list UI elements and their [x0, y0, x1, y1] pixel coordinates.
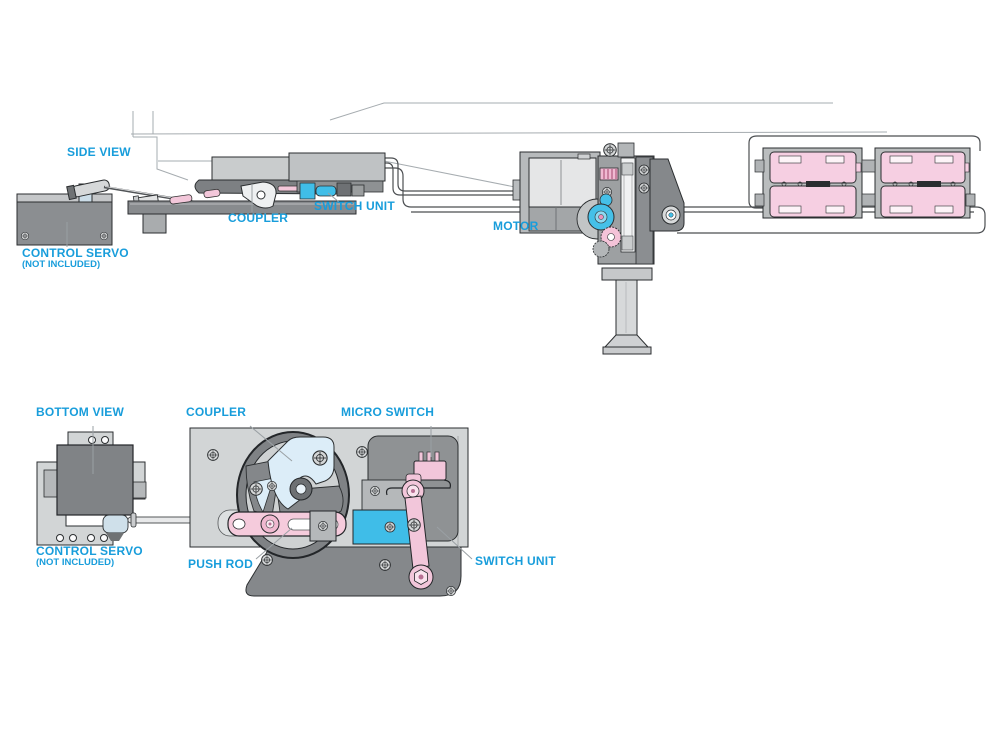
control-servo-bottom-note: (NOT INCLUDED) — [36, 557, 115, 568]
push-rod-slider — [227, 510, 347, 542]
control-servo-side-note: (NOT INCLUDED) — [22, 259, 101, 270]
micro-switch-label: MICRO SWITCH — [341, 405, 435, 419]
battery-holders — [754, 147, 976, 219]
bottom-view-title: BOTTOM VIEW — [36, 405, 124, 419]
motor-assembly — [512, 142, 685, 265]
coupler-side-label: COUPLER — [228, 211, 289, 225]
motor-label: MOTOR — [493, 219, 539, 233]
drive-leg — [601, 267, 653, 355]
switch-unit-side — [211, 152, 386, 200]
control-servo-bottom — [36, 431, 147, 546]
switch-lever — [401, 473, 434, 590]
switch-unit-bottom-label: SWITCH UNIT — [475, 554, 556, 568]
battery-cells — [769, 151, 970, 218]
push-rod-label: PUSH ROD — [188, 557, 253, 571]
gear-train — [587, 167, 622, 258]
switch-unit-bottom — [352, 479, 411, 545]
servo-horn — [66, 179, 110, 201]
lower-housing — [245, 546, 462, 597]
switch-unit-side-label: SWITCH UNIT — [314, 199, 395, 213]
control-servo-bottom-label: CONTROL SERVO — [36, 544, 143, 558]
motor — [528, 157, 597, 208]
leader-lines-bottom — [92, 425, 473, 560]
control-servo-side-label: CONTROL SERVO — [22, 246, 129, 260]
coupler-bottom-label: COUPLER — [186, 405, 247, 419]
bottom-view-drawing — [36, 425, 473, 597]
control-servo-side — [16, 179, 113, 246]
side-view-drawing — [16, 102, 986, 355]
side-view-title: SIDE VIEW — [67, 145, 131, 159]
leader-lines-side — [66, 184, 340, 247]
